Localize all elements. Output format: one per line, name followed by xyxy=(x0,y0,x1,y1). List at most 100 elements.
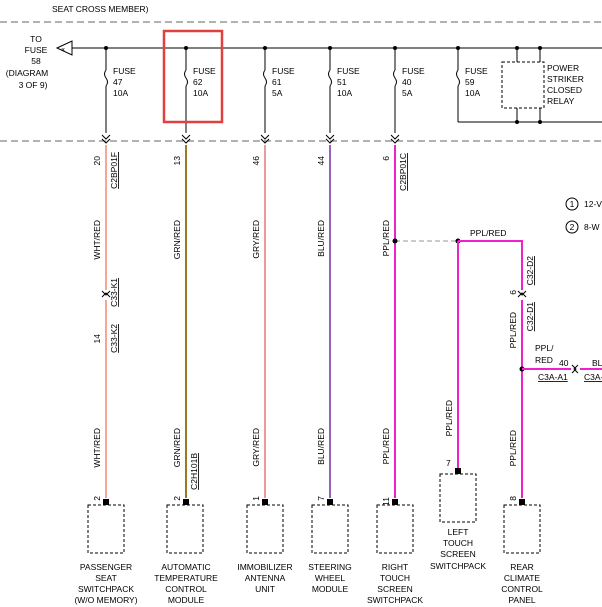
rear-climate-line-3: CONTROL xyxy=(501,584,543,594)
pin-13: 13 xyxy=(172,156,182,166)
atc-line-1: AUTOMATIC xyxy=(161,562,210,572)
to-fuse-line-2: FUSE xyxy=(25,45,48,55)
pin-44: 44 xyxy=(316,156,326,166)
fuse-51: FUSE 51 10A xyxy=(328,46,360,133)
legend-1-num: 1 xyxy=(570,199,575,209)
pin-2-passenger: 2 xyxy=(92,496,102,501)
header-text: SEAT CROSS MEMBER) xyxy=(52,4,149,14)
relay-line-3: CLOSED xyxy=(547,85,582,95)
steering-line-2: WHEEL xyxy=(315,573,346,583)
pin-14: 14 xyxy=(92,334,102,344)
fuse-62-number: 62 xyxy=(193,77,203,87)
legend: 1 12-V 2 8-W xyxy=(565,197,602,234)
fuse-59-number: 59 xyxy=(465,77,475,87)
conn-c2bp01c: C2BP01C xyxy=(398,153,408,191)
wire-ppl-red-horizontal xyxy=(458,240,523,290)
fuse-61-number: 61 xyxy=(272,77,282,87)
branch-color-line-1: PPL/ xyxy=(535,343,554,353)
rear-climate-line-1: REAR xyxy=(510,562,534,572)
branch-right-text: BL xyxy=(592,358,602,368)
legend-1-text: 12-V xyxy=(584,199,602,209)
left-touch-line-4: SWITCHPACK xyxy=(430,561,486,571)
inline-connector-c32 xyxy=(517,290,527,298)
pin-1-immobilizer: 1 xyxy=(251,496,261,501)
fuse-59-amp: 10A xyxy=(465,88,480,98)
pin-11-right-touch: 11 xyxy=(381,497,391,506)
fuse-61-amp: 5A xyxy=(272,88,283,98)
atc-line-2: TEMPERATURE xyxy=(154,573,218,583)
fuse-40-word: FUSE xyxy=(402,66,425,76)
right-touch-line-3: SCREEN xyxy=(377,584,412,594)
relay-line-1: POWER xyxy=(547,63,579,73)
immobilizer-line-3: UNIT xyxy=(255,584,275,594)
color-blu-red-top: BLU/RED xyxy=(316,220,326,257)
bus-connector-mark: × xyxy=(61,47,65,54)
right-touch-line-1: RIGHT xyxy=(382,562,408,572)
pin-46: 46 xyxy=(251,156,261,166)
fuse-40-amp: 5A xyxy=(402,88,413,98)
atc-line-4: MODULE xyxy=(168,595,205,605)
color-gry-red-bottom: GRY/RED xyxy=(251,428,261,467)
atc-line-3: CONTROL xyxy=(165,584,207,594)
pin-8-rear-climate: 8 xyxy=(508,496,518,501)
right-touch-line-2: TOUCH xyxy=(380,573,410,583)
passenger-seat-line-4: (W/O MEMORY) xyxy=(74,595,137,605)
color-grn-red-bottom: GRN/RED xyxy=(172,428,182,467)
conn-c33-k1: C33-K1 xyxy=(109,278,119,307)
pin-7-steering: 7 xyxy=(316,496,326,501)
fuse-62-highlight-box xyxy=(162,29,224,124)
immobilizer-line-2: ANTENNA xyxy=(245,573,286,583)
fuse-51-amp: 10A xyxy=(337,88,352,98)
color-wht-red-bottom: WHT/RED xyxy=(92,428,102,468)
pin-2-atc: 2 xyxy=(172,496,182,501)
fuse-51-word: FUSE xyxy=(337,66,360,76)
left-touch-line-3: SCREEN xyxy=(440,549,475,559)
legend-2-text: 8-W xyxy=(584,222,600,232)
conn-c32-d1: C32-D1 xyxy=(525,302,535,332)
color-ppl-red-right-top: PPL/RED xyxy=(381,220,391,256)
color-wht-red-top: WHT/RED xyxy=(92,220,102,260)
fuse-59-word: FUSE xyxy=(465,66,488,76)
fuse-62: FUSE 62 10A xyxy=(184,46,216,133)
power-striker-closed-relay: POWER STRIKER CLOSED RELAY xyxy=(501,46,584,124)
steering-line-3: MODULE xyxy=(312,584,349,594)
fuse-51-number: 51 xyxy=(337,77,347,87)
relay-line-2: STRIKER xyxy=(547,74,584,84)
top-connector-chevrons xyxy=(101,134,400,144)
fuse-61-word: FUSE xyxy=(272,66,295,76)
rear-climate-line-4: PANEL xyxy=(508,595,536,605)
branch-right-conn: C3A- xyxy=(584,372,602,382)
color-ppl-red-left: PPL/RED xyxy=(444,400,454,436)
color-ppl-red-horizontal: PPL/RED xyxy=(470,228,506,238)
conn-c33-k2: C33-K2 xyxy=(109,324,119,353)
conn-c3a-a1: C3A-A1 xyxy=(538,372,568,382)
splice-dot-right xyxy=(392,238,398,244)
color-ppl-red-rear-top: PPL/RED xyxy=(508,312,518,348)
component-labels: PASSENGER SEAT SWITCHPACK (W/O MEMORY) A… xyxy=(74,527,543,605)
conn-c32-d2: C32-D2 xyxy=(525,256,535,286)
relay-line-4: RELAY xyxy=(547,96,575,106)
to-fuse-line-4: (DIAGRAM xyxy=(6,68,49,78)
to-fuse-line-1: TO xyxy=(30,34,42,44)
fuse-47-word: FUSE xyxy=(113,66,136,76)
wire-labels: 20 C2BP01F WHT/RED C33-K1 14 C33-K2 WHT/… xyxy=(92,152,602,506)
fuse-59: FUSE 59 10A xyxy=(456,46,602,123)
left-touch-line-1: LEFT xyxy=(448,527,469,537)
steering-line-1: STEERING xyxy=(308,562,351,572)
right-touch-line-4: SWITCHPACK xyxy=(367,595,423,605)
branch-pin-40: 40 xyxy=(559,358,569,368)
conn-c2bp01f: C2BP01F xyxy=(109,152,119,189)
fuse-61: FUSE 61 5A xyxy=(263,46,295,133)
branch-color-line-2: RED xyxy=(535,355,553,365)
passenger-seat-line-2: SEAT xyxy=(95,573,117,583)
immobilizer-line-1: IMMOBILIZER xyxy=(237,562,292,572)
fuse-47: FUSE 47 10A xyxy=(104,46,136,133)
fuse-47-number: 47 xyxy=(113,77,123,87)
color-ppl-red-right-bottom: PPL/RED xyxy=(381,428,391,464)
color-ppl-red-rear-bottom: PPL/RED xyxy=(508,430,518,466)
pin-20: 20 xyxy=(92,156,102,166)
color-blu-red-bottom: BLU/RED xyxy=(316,428,326,465)
to-fuse-line-5: 3 OF 9) xyxy=(19,80,48,90)
fuse-62-amp: 10A xyxy=(193,88,208,98)
